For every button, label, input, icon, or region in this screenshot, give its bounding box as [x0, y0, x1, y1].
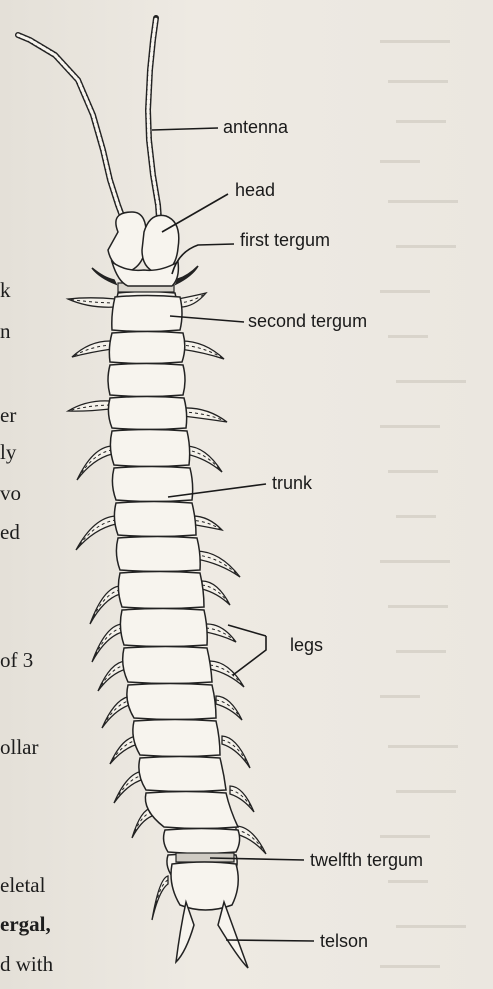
head-left-lobe	[108, 212, 146, 270]
left-antenna-beads	[18, 35, 128, 232]
head-shape	[92, 212, 198, 286]
leg-left-7	[92, 624, 122, 662]
telson-left	[176, 902, 194, 962]
left-antenna	[18, 35, 128, 232]
twelfth-tergum-band	[176, 853, 234, 862]
leg-right-7	[202, 581, 230, 605]
leg-right-2	[180, 341, 224, 359]
label-antenna: antenna	[223, 118, 288, 136]
leg-right-3	[183, 408, 227, 422]
leader-first-tergum	[172, 244, 234, 274]
segment-9	[116, 537, 200, 572]
segment-2	[112, 296, 182, 332]
right-antenna	[148, 18, 160, 232]
leg-right-4	[186, 446, 222, 472]
segment-6	[110, 430, 189, 467]
segment-12	[123, 647, 212, 684]
leg-right-6	[196, 551, 240, 577]
leader-head	[162, 194, 228, 232]
label-head: head	[235, 181, 275, 199]
leg-left-12	[132, 808, 152, 838]
leg-left-8	[98, 661, 126, 691]
posterior-segment	[171, 862, 238, 910]
segment-15	[139, 757, 226, 792]
leg-right-10	[216, 696, 242, 720]
mandible-right	[176, 266, 198, 284]
segment-14	[133, 720, 220, 757]
segment-4	[108, 364, 185, 397]
leader-antenna	[152, 128, 218, 130]
leader-telson	[226, 940, 314, 941]
label-twelfth-tergum: twelfth tergum	[310, 851, 423, 869]
leg-right-12	[230, 786, 254, 812]
leg-left-2	[72, 341, 112, 357]
left-antenna-outline	[18, 35, 128, 232]
leg-right-11	[222, 736, 250, 768]
segment-13	[127, 684, 216, 720]
label-legs: legs	[290, 636, 323, 654]
segment-5	[108, 397, 186, 430]
label-telson: telson	[320, 932, 368, 950]
label-second-tergum: second tergum	[248, 312, 367, 330]
segment-11	[120, 609, 207, 647]
label-trunk: trunk	[272, 474, 312, 492]
segment-3	[109, 332, 184, 364]
trunk-segments	[108, 283, 248, 968]
telson-right	[218, 902, 248, 968]
leg-left-6	[90, 586, 120, 624]
leg-right-9	[210, 661, 244, 687]
segment-7	[112, 467, 192, 502]
mandible-left	[92, 268, 116, 284]
antennae	[18, 18, 160, 232]
label-first-tergum: first tergum	[240, 231, 330, 249]
leader-legs	[228, 625, 266, 675]
segment-16	[145, 792, 238, 829]
segment-10	[118, 572, 204, 609]
leg-left-3	[68, 401, 110, 411]
leg-right-13	[236, 826, 266, 854]
leg-left-4	[77, 446, 112, 480]
segment-8	[114, 502, 196, 537]
leg-left-13	[152, 876, 168, 920]
segment-17	[164, 829, 240, 854]
